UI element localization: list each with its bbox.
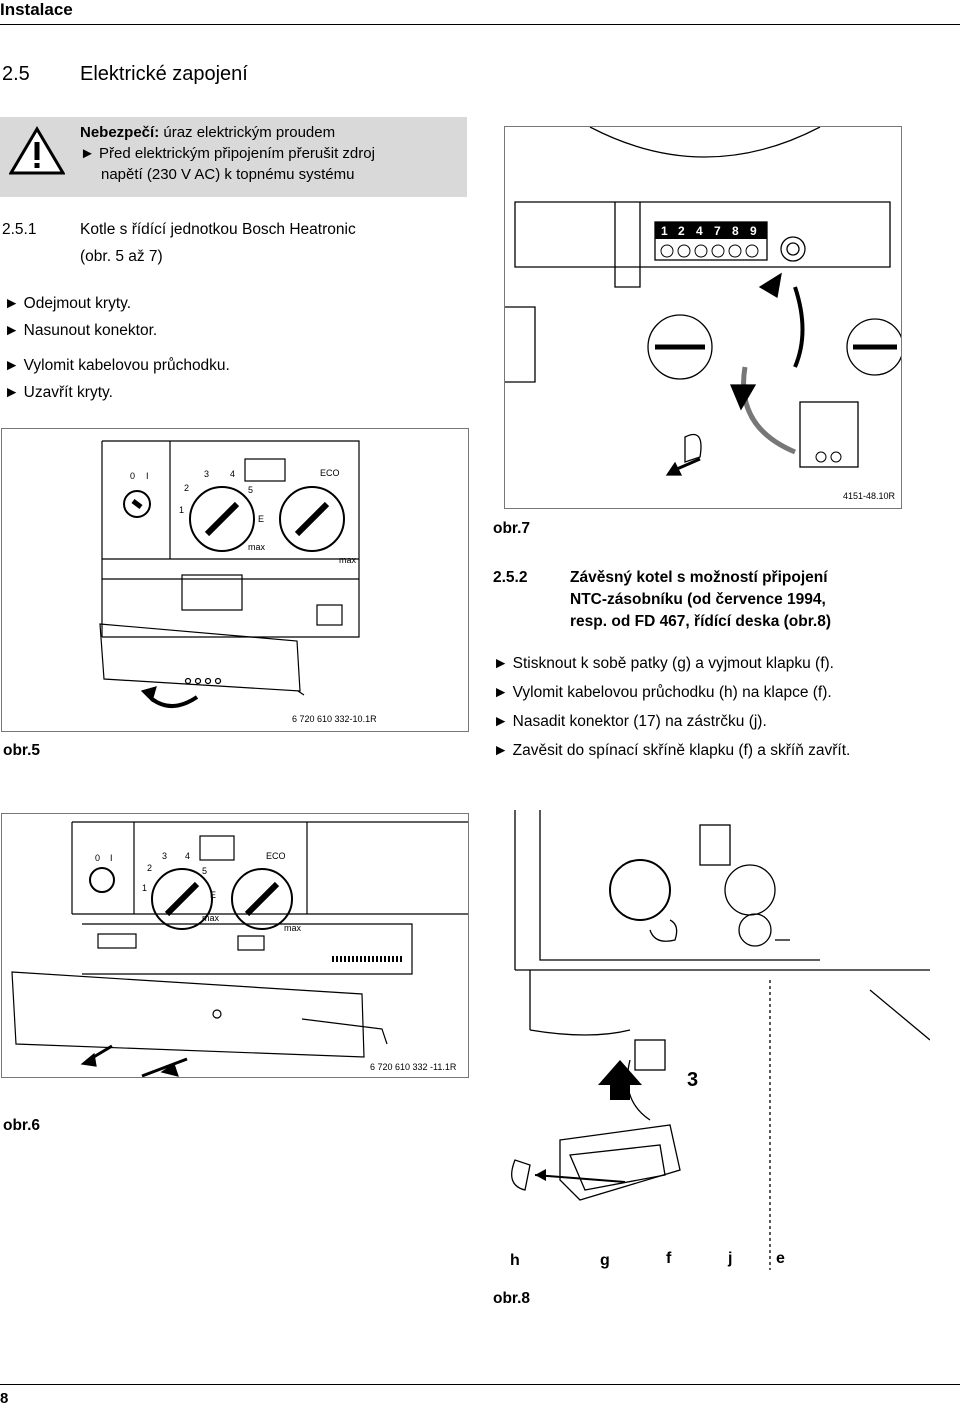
header-rule bbox=[0, 24, 960, 25]
figure-5-label: E bbox=[258, 514, 264, 524]
warning-text: úraz elektrickým proudem bbox=[159, 124, 336, 141]
figure-7-caption: obr.7 bbox=[493, 520, 531, 537]
warning-box bbox=[0, 117, 467, 197]
warning-line2: ► Před elektrickým připojením přerušit z… bbox=[80, 145, 375, 162]
figure-8-letter: h bbox=[510, 1252, 520, 1269]
figure-6-label: 2 bbox=[147, 863, 152, 873]
figure-7-terminal: 9 bbox=[750, 224, 757, 238]
step1-item: ► Vylomit kabelovou průchodku. bbox=[4, 357, 230, 374]
figure-8-letter: f bbox=[666, 1250, 672, 1267]
figure-5-code: 6 720 610 332-10.1R bbox=[292, 714, 377, 724]
figure-6: 0 I 1 2 3 4 5 E max max ECO 6 720 610 33… bbox=[1, 813, 469, 1078]
figure-6-label: 0 bbox=[95, 853, 100, 863]
figure-5-label: 2 bbox=[184, 483, 189, 493]
figure-6-drawing: 0 I 1 2 3 4 5 E max max ECO 6 720 610 33… bbox=[11, 821, 468, 1077]
figure-7-terminal: 7 bbox=[714, 224, 721, 238]
figure-5-label: 3 bbox=[204, 469, 209, 479]
figure-6-label: max bbox=[202, 913, 220, 923]
warning-label: Nebezpečí: bbox=[80, 124, 160, 141]
figure-6-label: ECO bbox=[266, 851, 286, 861]
figure-5-label: 5 bbox=[248, 485, 253, 495]
figure-5-label: max bbox=[248, 542, 266, 552]
subsection1-title-line2: (obr. 5 až 7) bbox=[80, 248, 163, 265]
figure-5-label: I bbox=[146, 471, 149, 481]
figure-6-label: E bbox=[210, 890, 216, 900]
warning-line3: napětí (230 V AC) k topnému systému bbox=[101, 166, 355, 183]
step1-item: ► Nasunout konektor. bbox=[4, 322, 158, 339]
subsection2-title-line2: NTC-zásobníku (od července 1994, bbox=[570, 591, 826, 608]
page-number: 8 bbox=[0, 1390, 9, 1407]
figure-7-drawing: 1 2 4 7 8 9 4151-48.10R bbox=[505, 127, 901, 501]
figure-8-letter: j bbox=[727, 1250, 732, 1267]
warning-line1: Nebezpečí: úraz elektrickým proudem bbox=[80, 122, 335, 143]
figure-5-drawing: 0 I 1 2 3 4 5 E max max ECO 6 720 610 33… bbox=[99, 440, 377, 724]
section-number: 2.5 bbox=[2, 63, 30, 85]
figure-8-letter: g bbox=[600, 1252, 610, 1269]
figure-6-label: 4 bbox=[185, 851, 190, 861]
figure-7-terminal: 8 bbox=[732, 224, 739, 238]
figure-5-caption: obr.5 bbox=[3, 742, 41, 759]
figure-5: 0 I 1 2 3 4 5 E max max ECO 6 720 610 33… bbox=[1, 428, 469, 732]
figure-8-drawing: 3 h g f j e bbox=[510, 810, 931, 1270]
figure-6-code: 6 720 610 332 -11.1R bbox=[370, 1062, 457, 1072]
step2-item: ► Vylomit kabelovou průchodku (h) na kla… bbox=[493, 684, 832, 701]
figure-7-terminal: 2 bbox=[678, 224, 685, 238]
step2-item: ► Nasadit konektor (17) na zástrčku (j). bbox=[493, 713, 767, 730]
figure-6-label: I bbox=[110, 853, 113, 863]
subsection2-title-line3: resp. od FD 467, řídící deska (obr.8) bbox=[570, 613, 832, 630]
figure-6-caption: obr.6 bbox=[3, 1117, 41, 1134]
figure-8: 3 h g f j e bbox=[500, 800, 931, 1270]
step1-item: ► Odejmout kryty. bbox=[4, 295, 132, 312]
figure-5-label: 4 bbox=[230, 469, 235, 479]
footer-rule bbox=[0, 1384, 960, 1385]
figure-6-label: 5 bbox=[202, 866, 207, 876]
figure-8-number-label: 3 bbox=[687, 1069, 698, 1091]
figure-5-label: max bbox=[339, 555, 357, 565]
step1-item: ► Uzavřít kryty. bbox=[4, 384, 113, 401]
figure-5-label: 1 bbox=[179, 505, 184, 515]
figure-7: 1 2 4 7 8 9 4151-48.10R bbox=[504, 126, 902, 509]
figure-7-terminal: 4 bbox=[696, 224, 703, 238]
step2-item: ► Stisknout k sobě patky (g) a vyjmout k… bbox=[493, 655, 834, 672]
figure-6-label: max bbox=[284, 923, 302, 933]
subsection1-number: 2.5.1 bbox=[2, 221, 37, 238]
figure-8-caption: obr.8 bbox=[493, 1290, 531, 1307]
section-title: Elektrické zapojení bbox=[80, 63, 248, 85]
figure-6-label: 1 bbox=[142, 883, 147, 893]
figure-6-label: 3 bbox=[162, 851, 167, 861]
figure-5-label: ECO bbox=[320, 468, 340, 478]
running-header: Instalace bbox=[0, 0, 73, 19]
subsection1-title-line1: Kotle s řídící jednotkou Bosch Heatronic bbox=[80, 221, 356, 238]
figure-7-code: 4151-48.10R bbox=[843, 491, 896, 501]
subsection2-title-line1: Závěsný kotel s možností připojení bbox=[570, 569, 828, 586]
step2-item: ► Zavěsit do spínací skříně klapku (f) a… bbox=[493, 742, 851, 759]
figure-8-letter: e bbox=[776, 1250, 785, 1267]
warning-triangle-icon bbox=[9, 126, 65, 175]
figure-5-label: 0 bbox=[130, 471, 135, 481]
subsection2-number: 2.5.2 bbox=[493, 569, 528, 586]
figure-7-terminal: 1 bbox=[661, 224, 668, 238]
